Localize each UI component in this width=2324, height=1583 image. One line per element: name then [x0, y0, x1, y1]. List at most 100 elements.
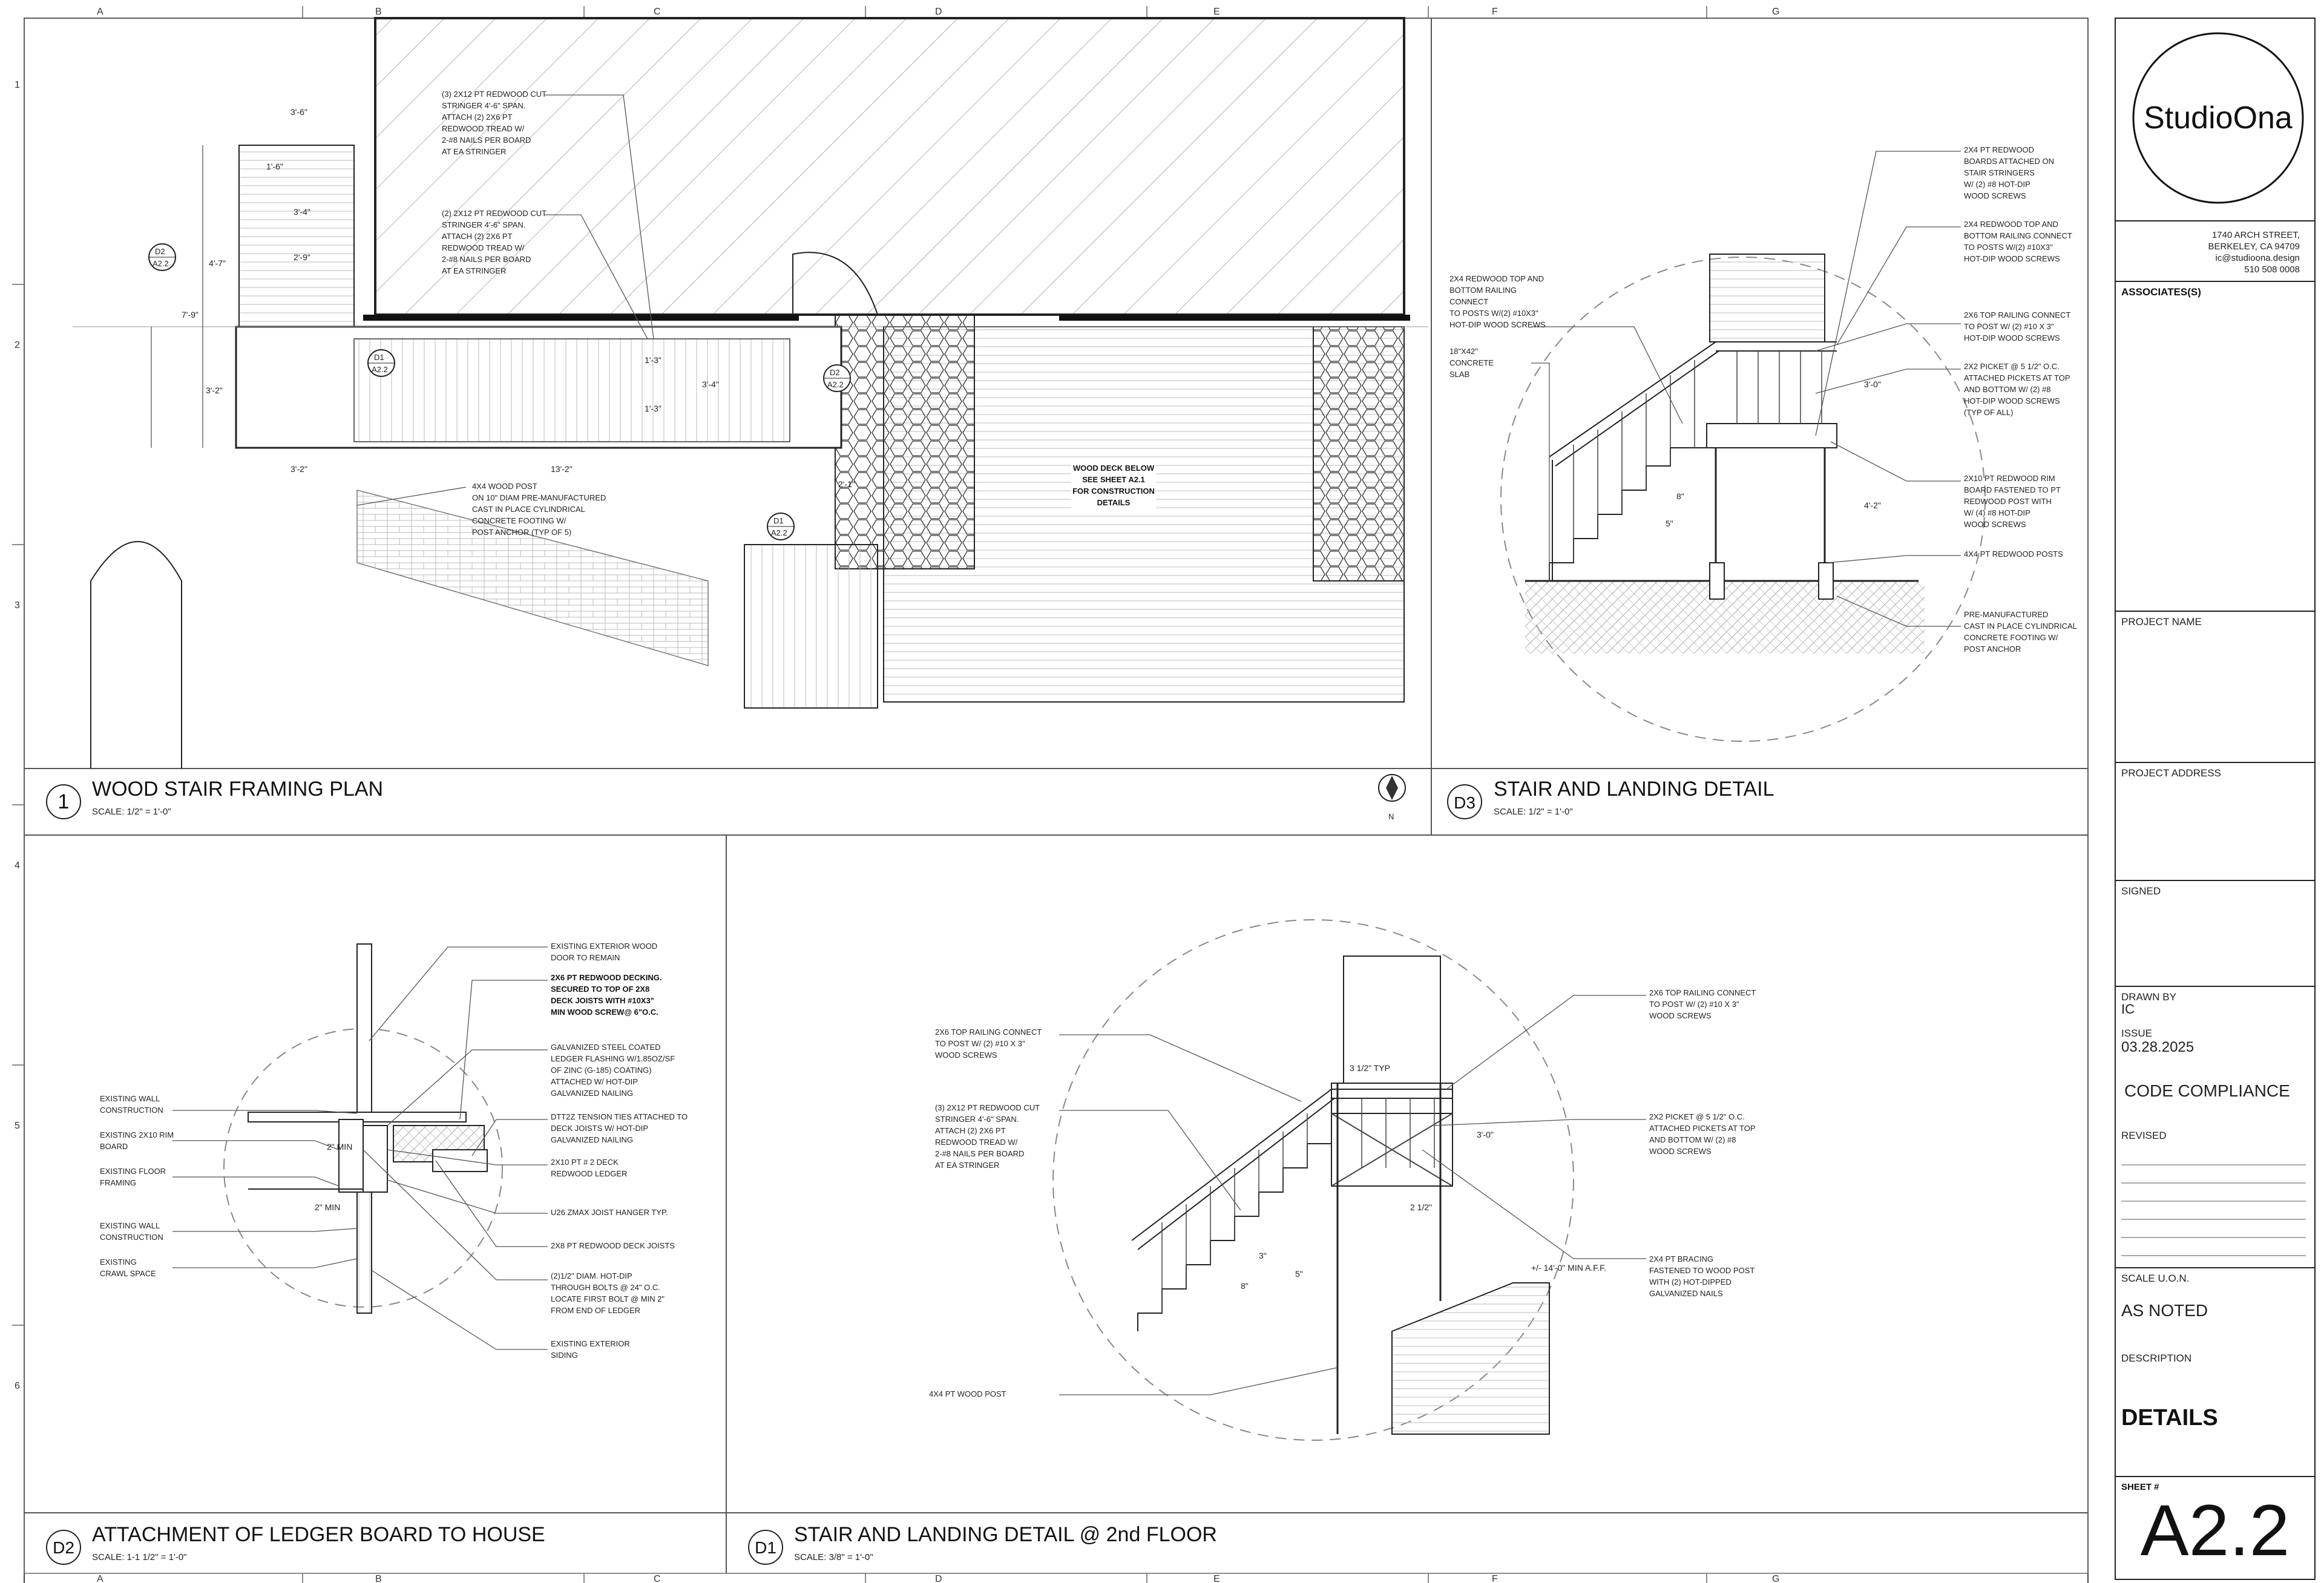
note-line: FRAMING [100, 1178, 136, 1187]
plan-leaders [151, 94, 654, 506]
note-line: AT EA STRINGER [935, 1161, 999, 1170]
d2-note-9: EXISTING EXTERIOR SIDING [551, 1339, 630, 1360]
note-line: ATTACH (2) 2X6 PT [935, 1126, 1006, 1135]
note-line: DOOR TO REMAIN [551, 953, 620, 962]
door-swing-2 [792, 252, 878, 315]
note-line: AND BOTTOM W/ (2) #8 [1649, 1135, 1736, 1144]
note-line: GALVANIZED NAILING [551, 1135, 633, 1144]
dim-label: 1'-3" [645, 404, 661, 413]
note-line: 4X4 PT WOOD POST [929, 1389, 1006, 1398]
note-line: (3) 2X12 PT REDWOOD CUT [442, 90, 547, 99]
tag-bottom: A2.2 [372, 365, 388, 374]
description-label: DESCRIPTION [2121, 1352, 2191, 1364]
address-line: ic@studioona.design [2216, 253, 2300, 263]
title-block: StudioOna 1740 ARCH STREET, BERKELEY, CA… [2115, 18, 2316, 1580]
d3-note-6: 4X4 PT REDWOOD POSTS [1964, 549, 2063, 559]
note-line: HOT-DIP WOOD SCREWS [1449, 320, 1546, 329]
d1-note-5: 2X2 PICKET @ 5 1/2" O.C. ATTACHED PICKET… [1649, 1112, 1756, 1156]
d1-note-4: 2X6 TOP RAILING CONNECT TO POST W/ (2) #… [1649, 988, 1756, 1020]
note-line: POST ANCHOR (TYP OF 5) [472, 528, 571, 537]
view-number: D2 [53, 1538, 74, 1557]
note-line: U26 ZMAX JOIST HANGER TYP. [551, 1208, 668, 1217]
paver-strip-right [1313, 326, 1405, 582]
d3-note-9: 18"X42" CONCRETE SLAB [1449, 347, 1494, 379]
dim-label: 1'-3" [645, 355, 661, 365]
note-line: 2X4 PT REDWOOD [1964, 145, 2034, 154]
address-line: 510 508 0008 [2244, 264, 2300, 275]
grid-col-e-bottom: E [1213, 1574, 1220, 1583]
view-number: D3 [1454, 793, 1475, 812]
north-label: N [1388, 812, 1394, 821]
note-line: 2-#8 NAILS PER BOARD [935, 1149, 1024, 1158]
dim-label: 2 1/2" [1410, 1202, 1432, 1212]
plan-note-2: (2) 2X12 PT REDWOOD CUT STRINGER 4'-6" S… [442, 209, 547, 275]
project-name-label: PROJECT NAME [2121, 616, 2202, 628]
dim-label: 13'-2" [551, 464, 573, 474]
address-line: BERKELEY, CA 94709 [2208, 241, 2300, 252]
note-line: 2X2 PICKET @ 5 1/2" O.C. [1649, 1112, 1745, 1121]
dim-label: 3'-2" [290, 464, 307, 474]
grid-row-4: 4 [15, 860, 20, 871]
note-line: 2X10 PT # 2 DECK [551, 1158, 619, 1167]
note-line: CRAWL SPACE [100, 1269, 156, 1278]
stair-ramp [356, 490, 709, 667]
note-line: EXISTING WALL [100, 1221, 160, 1230]
note-line: 2X6 TOP RAILING CONNECT [935, 1027, 1042, 1037]
note-line: ON 10" DIAM PRE-MANUFACTURED [472, 493, 606, 502]
note-line: EXISTING WALL [100, 1094, 160, 1103]
note-line: MIN WOOD SCREW@ 6"O.C. [551, 1008, 658, 1017]
note-line: EXISTING EXTERIOR [551, 1339, 630, 1348]
note-line: 2X4 REDWOOD TOP AND [1964, 220, 2058, 229]
dim-label: 3" [1259, 1251, 1267, 1260]
dim-label: 3'-0" [1864, 379, 1881, 389]
landing-boards [353, 338, 790, 442]
plan-tag-4[interactable]: D1 A2.2 [767, 513, 795, 540]
d3-leaders [1531, 151, 1961, 627]
view-title: STAIR AND LANDING DETAIL [1494, 778, 1774, 801]
d2-note-1: EXISTING EXTERIOR WOOD DOOR TO REMAIN [551, 942, 657, 962]
note-line: STRINGER 4'-6" SPAN. [935, 1115, 1019, 1124]
note-line: FROM END OF LEDGER [551, 1306, 640, 1315]
issue-date: 03.28.2025 [2121, 1039, 2194, 1055]
d2-left-note-5: EXISTING CRAWL SPACE [100, 1257, 156, 1278]
dim-label: 1'-6" [266, 162, 283, 171]
door-swing [90, 541, 182, 769]
note-line: TO POST W/ (2) #10 X 3" [1964, 322, 2054, 331]
stair-run-upper [238, 145, 355, 327]
issue-status: CODE COMPLIANCE [2124, 1081, 2290, 1100]
drawn-by-label: DRAWN BY [2121, 991, 2176, 1003]
note-line: FASTENED TO WOOD POST [1649, 1266, 1754, 1275]
note-line: WOOD SCREWS [1964, 191, 2026, 200]
note-line: DETAILS [1097, 498, 1131, 507]
grid-col-c: C [654, 7, 661, 17]
view-title: STAIR AND LANDING DETAIL @ 2nd FLOOR [794, 1523, 1217, 1546]
d2-note-5: 2X10 PT # 2 DECK REDWOOD LEDGER [551, 1158, 627, 1178]
grid-col-g: G [1772, 7, 1779, 17]
d1-note-2: (3) 2X12 PT REDWOOD CUT STRINGER 4'-6" S… [935, 1103, 1040, 1170]
grid-col-d-bottom: D [935, 1574, 942, 1583]
note-line: BOTTOM RAILING CONNECT [1964, 231, 2072, 240]
note-line: SLAB [1449, 370, 1469, 379]
note-line: BOTTOM RAILING [1449, 286, 1517, 295]
sheet-number: A2.2 [2141, 1490, 2290, 1571]
grid-col-b: B [375, 7, 382, 17]
note-line: SIDING [551, 1351, 578, 1360]
plan-tag-2[interactable]: D1 A2.2 [367, 349, 395, 377]
note-line: EXISTING [100, 1257, 137, 1267]
dim-label: 2" MIN [315, 1202, 340, 1212]
d2-note-8: (2)1/2" DIAM. HOT-DIP THROUGH BOLTS @ 24… [551, 1271, 665, 1315]
d3-note-2: 2X4 REDWOOD TOP AND BOTTOM RAILING CONNE… [1964, 220, 2072, 263]
plan-dims: 3'-6" 1'-6" 3'-4" 2'-9" 4'-7" 7'-9" 3'-2… [182, 107, 855, 489]
plan-note-4: WOOD DECK BELOW SEE SHEET A2.1 FOR CONST… [1071, 457, 1156, 510]
note-line: HOT-DIP WOOD SCREWS [1964, 333, 2060, 342]
plan-tag-3[interactable]: D2 A2.2 [823, 364, 851, 392]
d2-note-3: GALVANIZED STEEL COATED LEDGER FLASHING … [551, 1043, 675, 1098]
note-line: STRINGER 4'-6" SPAN. [442, 101, 525, 110]
note-line: 2X6 TOP RAILING CONNECT [1964, 310, 2070, 320]
d3-note-5: 2X10 PT REDWOOD RIM BOARD FASTENED TO PT… [1964, 474, 2061, 529]
plan-tag-1[interactable]: D2 A2.2 [148, 243, 176, 271]
stair-run-lower [744, 544, 878, 709]
note-line: SECURED TO TOP OF 2X8 [551, 985, 649, 994]
note-line: DECK JOISTS WITH #10X3" [551, 996, 654, 1005]
note-line: BOARD [100, 1142, 128, 1151]
